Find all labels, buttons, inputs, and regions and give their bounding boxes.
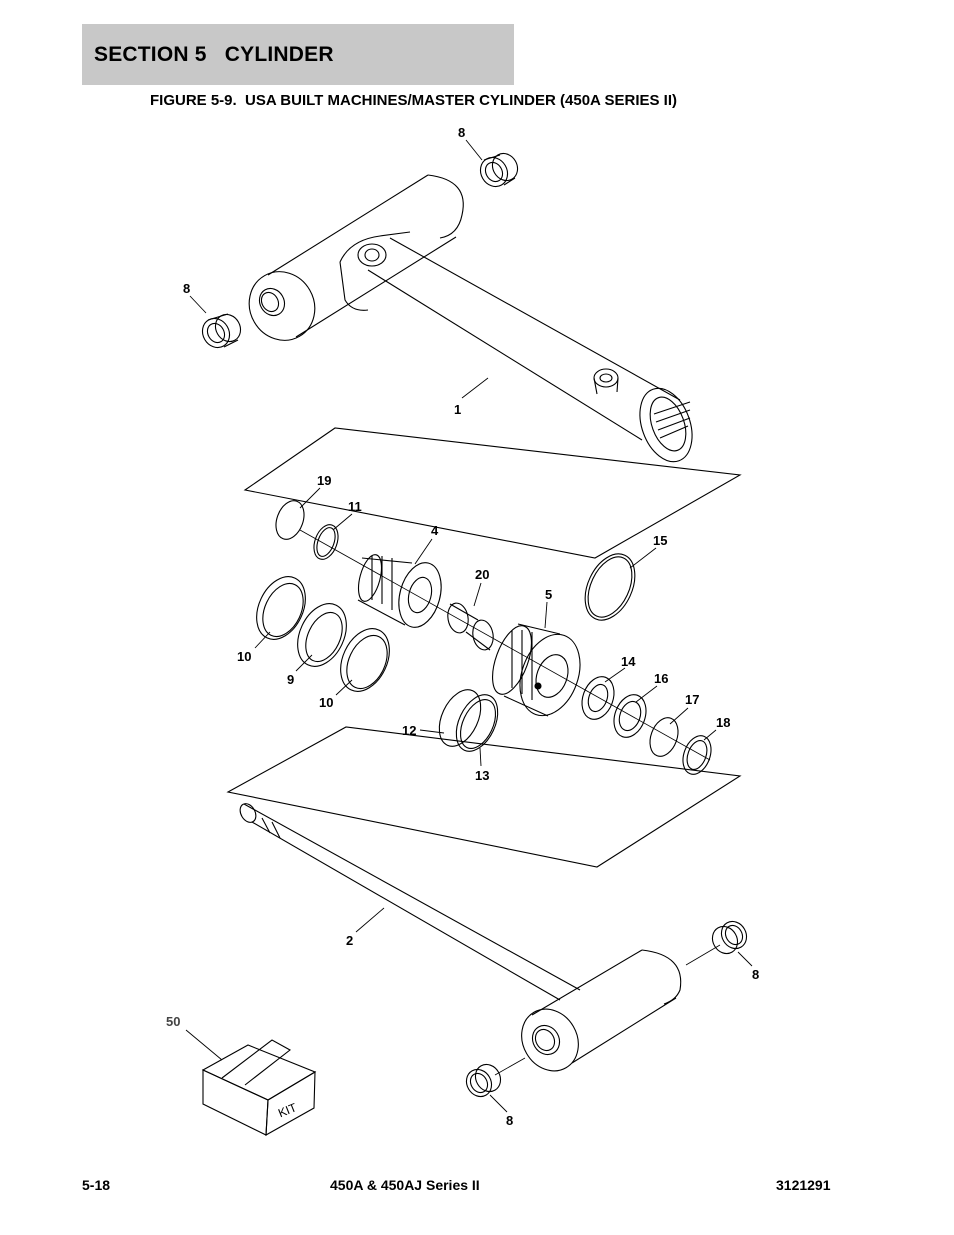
footer-page-number: 5-18 [82,1177,111,1193]
callout-17: 17 [685,692,699,707]
bushing-top [479,152,519,188]
callout-8-top: 8 [458,125,465,140]
callout-50: 50 [166,1014,180,1029]
footer-model: 450A & 450AJ Series II [330,1177,480,1193]
figure-title: FIGURE 5-9. USA BUILT MACHINES/MASTER CY… [150,92,677,109]
cylinder-barrel [248,174,693,463]
callout-18: 18 [716,715,730,730]
piston-seal-parts [256,500,712,775]
assembly-plane-upper [243,427,742,559]
callout-11: 11 [348,499,362,514]
callout-20: 20 [475,567,489,582]
callout-12: 12 [402,723,416,738]
callout-15: 15 [653,533,667,548]
callout-8-left: 8 [183,281,190,296]
callout-16: 16 [654,671,668,686]
kit-box-icon [201,1039,317,1136]
cylinder-rod [239,803,721,1076]
leader-lines [185,139,753,1113]
callout-13: 13 [475,768,489,783]
callout-8-right: 8 [752,967,759,982]
callout-14: 14 [621,654,636,669]
assembly-plane-lower [226,726,742,868]
callout-5: 5 [545,587,552,602]
callout-10-left: 10 [237,649,251,664]
callout-9: 9 [287,672,294,687]
callout-1: 1 [454,402,461,417]
callout-4: 4 [431,523,439,538]
kit-box-label: KIT [276,1100,299,1120]
callout-2: 2 [346,933,353,948]
callout-8-bottom: 8 [506,1113,513,1128]
bushing-bottom [465,1063,502,1098]
footer-doc-number: 3121291 [776,1177,831,1193]
callout-19: 19 [317,473,331,488]
section-header: SECTION 5 CYLINDER [82,24,514,85]
section-title: SECTION 5 CYLINDER [94,42,334,66]
callout-10-right: 10 [319,695,333,710]
bushing-left [201,313,242,349]
callout-labels: 8 8 1 19 11 4 15 20 5 10 9 10 14 16 17 1… [166,125,759,1128]
bushing-right [711,920,748,955]
